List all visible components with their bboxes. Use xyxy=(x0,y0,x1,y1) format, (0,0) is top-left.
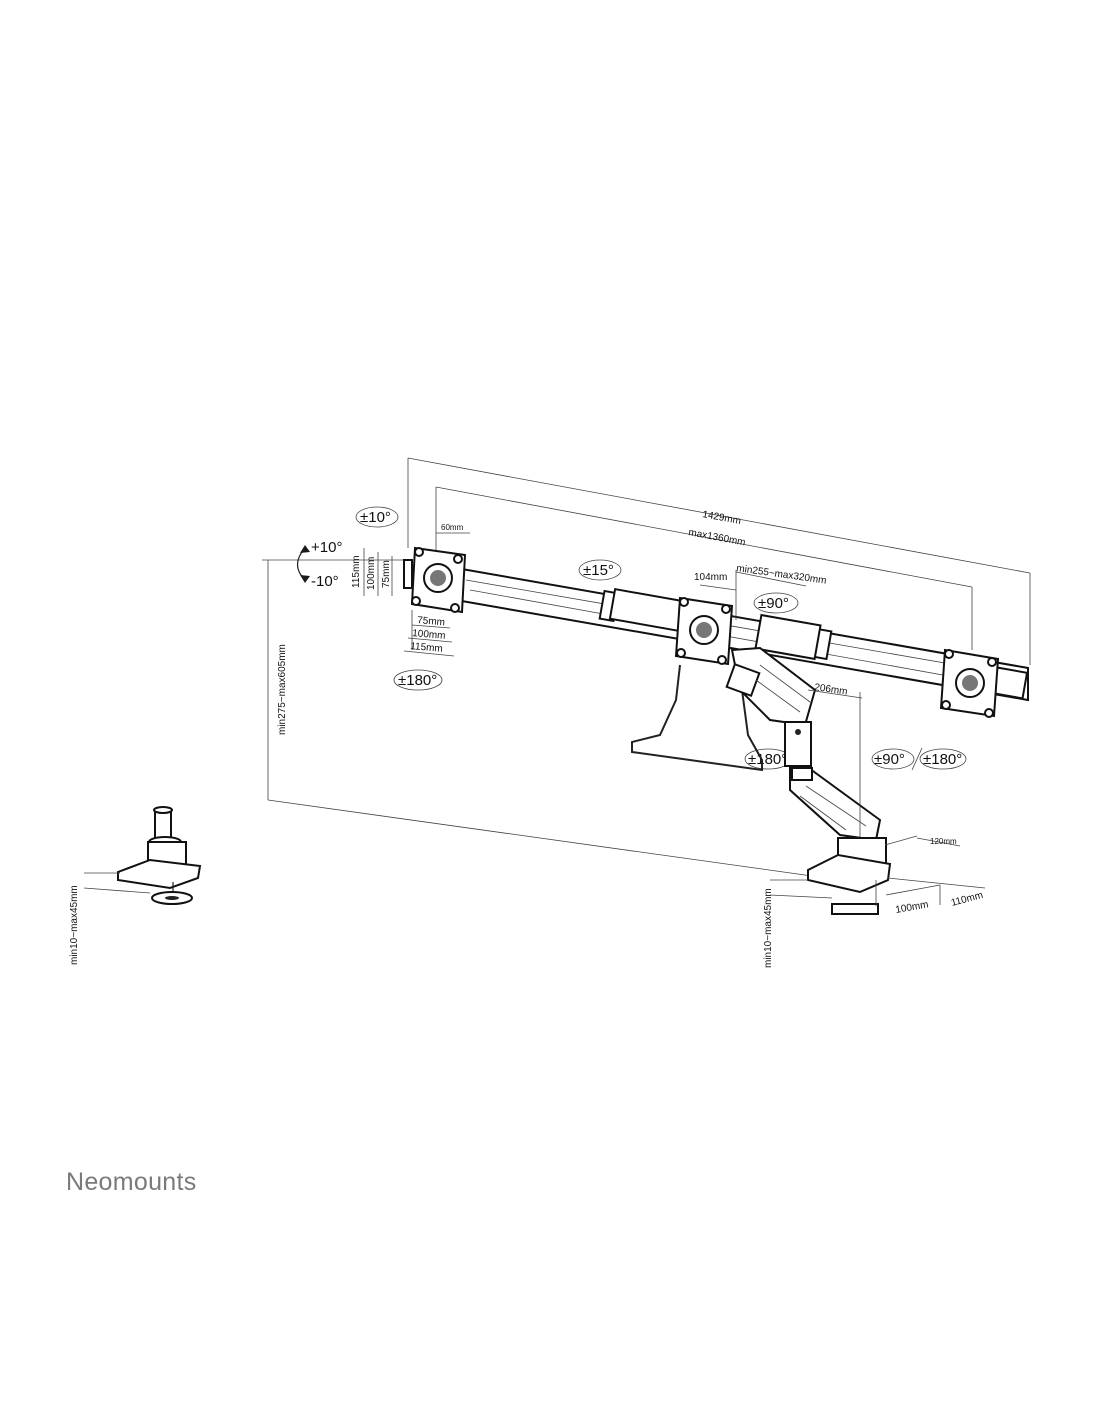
vesa-dims: 115mm 100mm 75mm 75mm 100mm 115mm xyxy=(351,548,455,657)
offset-60-label: 60mm xyxy=(441,523,464,532)
svg-text:±90°: ±90° xyxy=(874,751,905,768)
vesa-v-115-label: 115mm xyxy=(351,555,362,588)
desk-clamp-right xyxy=(807,837,892,915)
tilt-down-label: -10° xyxy=(311,573,339,590)
rotate-left-badge: ±180° xyxy=(393,669,443,691)
handle xyxy=(631,664,763,772)
vesa-plate-center xyxy=(674,596,734,666)
swivel-center-badge: ±90° xyxy=(753,592,799,614)
vesa-plate-left xyxy=(403,546,467,614)
svg-text:±180°: ±180° xyxy=(398,672,437,689)
vesa-h-75-label: 75mm xyxy=(417,615,446,628)
svg-text:±180°: ±180° xyxy=(923,751,962,768)
tilt-indicator: +10° -10° xyxy=(296,539,342,590)
gas-arm xyxy=(725,646,882,842)
vesa-v-100-label: 100mm xyxy=(366,557,377,590)
vesa-v-75-label: 75mm xyxy=(381,560,392,588)
height-range-label: min275~max605mm xyxy=(277,644,288,735)
depth-206-label: 206mm xyxy=(814,682,849,698)
width-total-label: 1429mm xyxy=(701,509,741,527)
svg-text:±15°: ±15° xyxy=(583,562,614,579)
vesa-h-100-label: 100mm xyxy=(412,628,446,642)
svg-text:±90°: ±90° xyxy=(758,595,789,612)
tilt-badge: ±10° xyxy=(355,506,399,528)
width-max-label: max1360mm xyxy=(687,527,746,548)
base-100-label: 100mm xyxy=(895,899,930,916)
brand-logo: Neomounts xyxy=(66,1168,197,1196)
svg-text:±180°: ±180° xyxy=(748,751,787,768)
crossbar xyxy=(455,566,1029,702)
vesa-plate-right xyxy=(939,648,1000,718)
svg-text:±10°: ±10° xyxy=(360,509,391,526)
tilt-up-label: +10° xyxy=(311,539,342,556)
swivel-bar-badge: ±15° xyxy=(578,559,622,581)
desk-left-label: min10~max45mm xyxy=(69,885,80,965)
arm-range-label: min255~max320mm xyxy=(736,563,828,587)
base-swivel-a-badge: ±90° xyxy=(871,748,915,770)
center-gap-label: 104mm xyxy=(694,572,727,583)
height-dimension: min275~max605mm xyxy=(262,559,408,800)
base-120-label: 120mm xyxy=(930,837,957,846)
grommet-clamp-left xyxy=(117,806,202,905)
base-swivel-b-badge: ±180° xyxy=(919,748,967,770)
base-110-label: 110mm xyxy=(950,890,984,909)
desk-right-label: min10~max45mm xyxy=(763,888,774,968)
desk-surface-line xyxy=(267,799,813,877)
vesa-h-115-label: 115mm xyxy=(410,641,443,655)
